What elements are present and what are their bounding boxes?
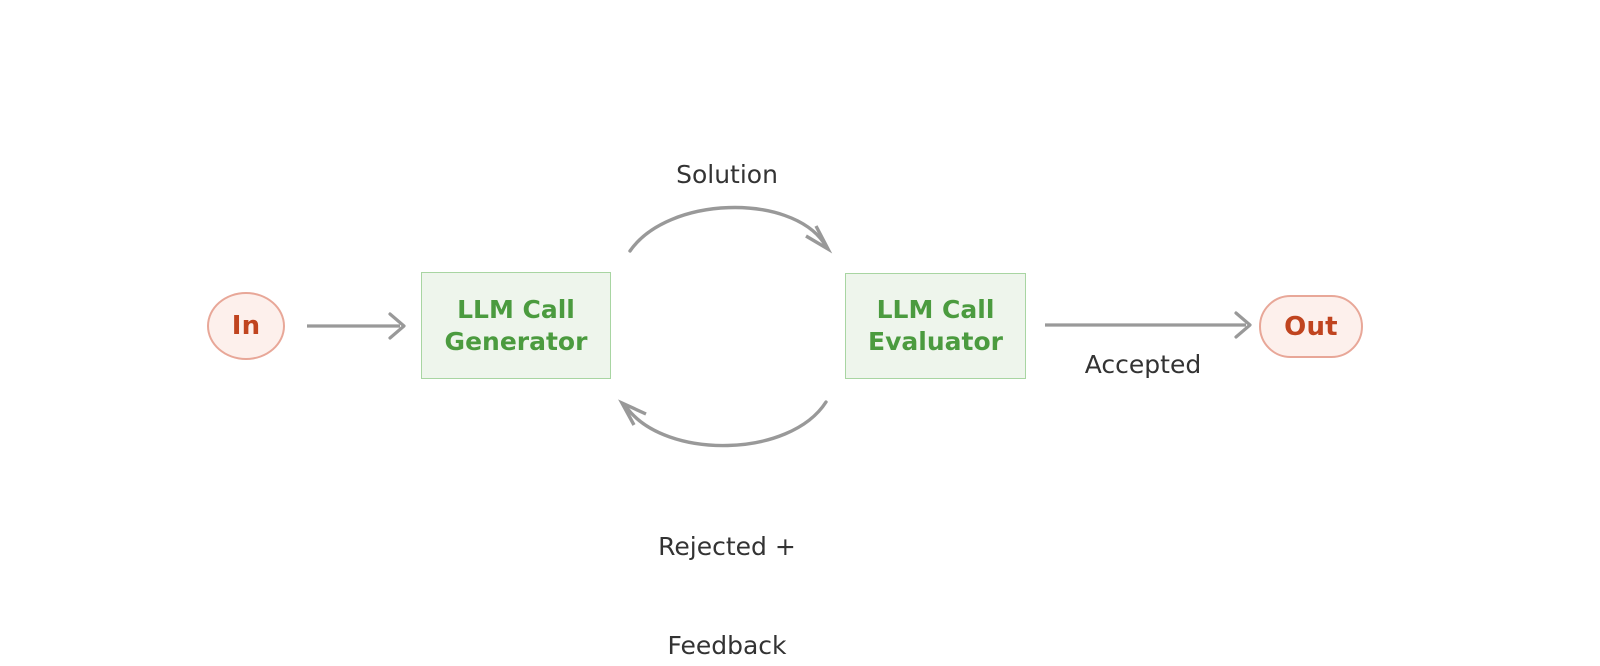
edge-label-solution: Solution (676, 160, 778, 189)
edge-label-rejected-line2: Feedback (667, 631, 787, 660)
edge-label-rejected-feedback: Rejected + Feedback (577, 464, 877, 666)
node-llm-call-generator[interactable]: LLM Call Generator (421, 272, 611, 379)
edge-evaluator-to-generator (618, 399, 828, 448)
edge-label-rejected-line1: Rejected + (658, 532, 796, 561)
node-generator-label-line1: LLM Call (457, 294, 575, 324)
edge-evaluator-to-out (1045, 311, 1252, 339)
edge-label-accepted: Accepted (1084, 350, 1202, 379)
node-llm-call-evaluator[interactable]: LLM Call Evaluator (845, 273, 1026, 379)
node-generator-label-line2: Generator (444, 326, 588, 356)
edge-in-to-generator (307, 312, 406, 340)
node-evaluator-label-line2: Evaluator (868, 327, 1003, 356)
node-evaluator-label-line1: LLM Call (876, 295, 995, 324)
node-in[interactable]: In (207, 292, 285, 360)
node-out[interactable]: Out (1259, 295, 1363, 358)
node-generator-label: LLM Call Generator (445, 294, 588, 358)
edge-generator-to-evaluator (628, 205, 833, 254)
node-evaluator-label: LLM Call Evaluator (868, 294, 1003, 358)
